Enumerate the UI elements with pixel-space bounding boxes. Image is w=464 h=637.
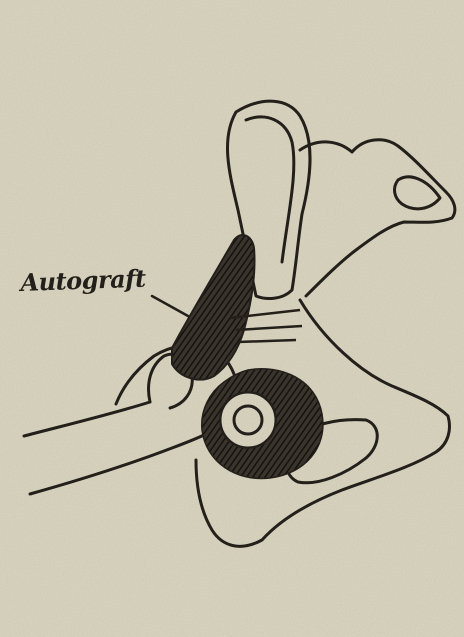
autograft-label: Autograft [20, 264, 146, 297]
